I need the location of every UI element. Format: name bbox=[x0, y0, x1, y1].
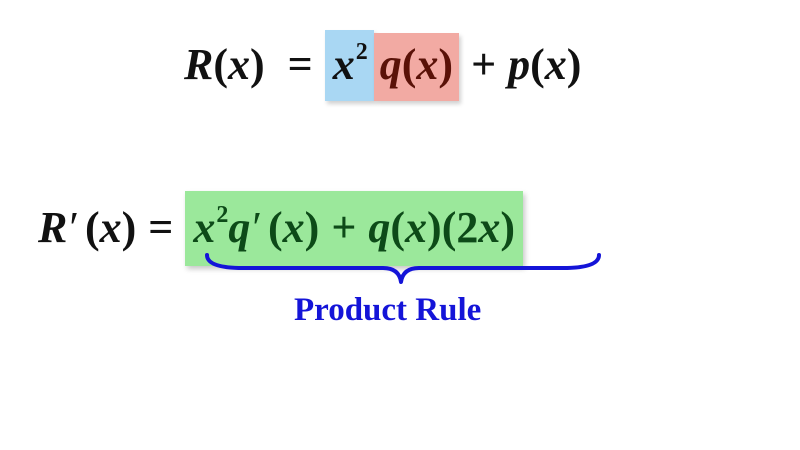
open-paren: ( bbox=[441, 203, 457, 252]
r-function-symbol: R bbox=[38, 203, 68, 252]
close-paren: ) bbox=[500, 203, 516, 252]
q-function-symbol: q bbox=[228, 203, 251, 252]
underbrace-icon bbox=[205, 253, 601, 284]
plus-sign: + bbox=[331, 203, 357, 252]
variable-x: x bbox=[282, 203, 305, 252]
q-function-symbol: q bbox=[379, 40, 402, 89]
open-paren: ( bbox=[84, 203, 100, 252]
open-paren: ( bbox=[401, 40, 417, 89]
close-paren: ) bbox=[121, 203, 137, 252]
q-function-symbol: q bbox=[368, 203, 391, 252]
close-paren: ) bbox=[250, 40, 265, 89]
p-function-symbol: p bbox=[508, 40, 531, 89]
x-squared-highlight: x2 bbox=[324, 30, 374, 101]
close-paren: ) bbox=[566, 40, 582, 89]
variable-x: x bbox=[544, 40, 567, 89]
variable-x: x bbox=[99, 203, 122, 252]
equation-derivative: R′(x)=x2q′(x)+q(x)(2x) bbox=[38, 191, 524, 266]
underbrace-path bbox=[205, 253, 601, 284]
exponent-two: 2 bbox=[216, 202, 229, 228]
x-base: x bbox=[332, 40, 355, 89]
equals-sign: = bbox=[148, 203, 174, 252]
plus-sign: + bbox=[471, 40, 497, 89]
open-paren: ( bbox=[530, 40, 545, 89]
r-function-symbol: R bbox=[184, 40, 214, 89]
x-base: x bbox=[193, 203, 216, 252]
equals-sign: = bbox=[287, 40, 313, 89]
close-paren: ) bbox=[438, 40, 454, 89]
variable-x: x bbox=[228, 40, 251, 89]
variable-x: x bbox=[478, 203, 501, 252]
variable-x: x bbox=[405, 203, 428, 252]
open-paren: ( bbox=[390, 203, 406, 252]
close-paren: ) bbox=[427, 203, 442, 252]
open-paren: ( bbox=[268, 203, 283, 252]
q-of-x-highlight: q(x) bbox=[373, 33, 460, 101]
close-paren: ) bbox=[304, 203, 320, 252]
open-paren: ( bbox=[213, 40, 229, 89]
variable-x: x bbox=[416, 40, 439, 89]
product-rule-caption: Product Rule bbox=[294, 292, 482, 328]
product-rule-highlight: x2q′(x)+q(x)(2x) bbox=[185, 191, 524, 266]
coefficient-two: 2 bbox=[456, 203, 479, 252]
prime-mark: ′ bbox=[69, 203, 79, 252]
prime-mark: ′ bbox=[252, 203, 262, 252]
exponent-two: 2 bbox=[355, 39, 368, 65]
